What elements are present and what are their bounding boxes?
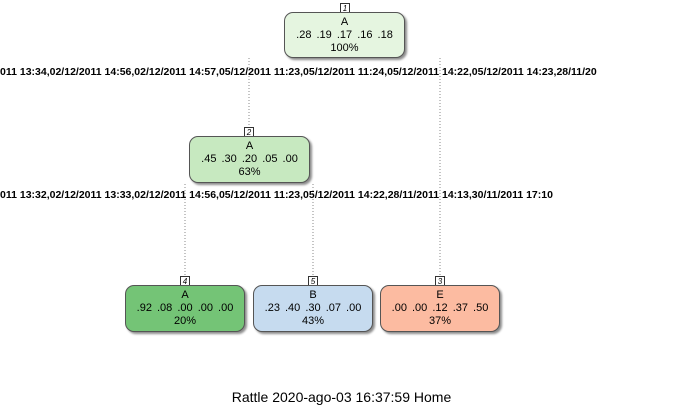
node-4-probs: .92 .08 .00 .00 .00 bbox=[136, 302, 234, 314]
node-2-probs: .45 .30 .20 .05 .00 bbox=[201, 153, 298, 165]
node-1-probs: .28 .19 .17 .16 .18 bbox=[296, 29, 393, 41]
node-4-class: A bbox=[181, 289, 189, 301]
node-3-class: E bbox=[436, 289, 444, 301]
node-4-percent: 20% bbox=[173, 315, 197, 327]
split-label-node-2: 011 13:32,02/12/2011 13:33,02/12/2011 14… bbox=[0, 189, 553, 201]
node-3-percent: 37% bbox=[428, 315, 452, 327]
node-5-class: B bbox=[309, 289, 317, 301]
tree-node-3: E .00 .00 .12 .37 .50 37% bbox=[380, 285, 500, 332]
split-label-root: 011 13:34,02/12/2011 14:56,02/12/2011 14… bbox=[0, 66, 597, 78]
tree-node-4: A .92 .08 .00 .00 .00 20% bbox=[125, 285, 245, 332]
tree-node-1: A .28 .19 .17 .16 .18 100% bbox=[284, 12, 405, 58]
node-1-class: A bbox=[340, 16, 349, 28]
node-2-percent: 63% bbox=[238, 166, 261, 178]
footer-caption: Rattle 2020-ago-03 16:37:59 Home bbox=[231, 389, 452, 405]
node-3-probs: .00 .00 .12 .37 .50 bbox=[391, 302, 489, 314]
node-5-percent: 43% bbox=[301, 315, 325, 327]
tree-node-5: B .23 .40 .30 .07 .00 43% bbox=[253, 285, 373, 332]
node-2-class: A bbox=[245, 140, 254, 152]
node-1-percent: 100% bbox=[330, 42, 359, 54]
node-5-probs: .23 .40 .30 .07 .00 bbox=[264, 302, 362, 314]
tree-node-2: A .45 .30 .20 .05 .00 63% bbox=[189, 136, 310, 183]
